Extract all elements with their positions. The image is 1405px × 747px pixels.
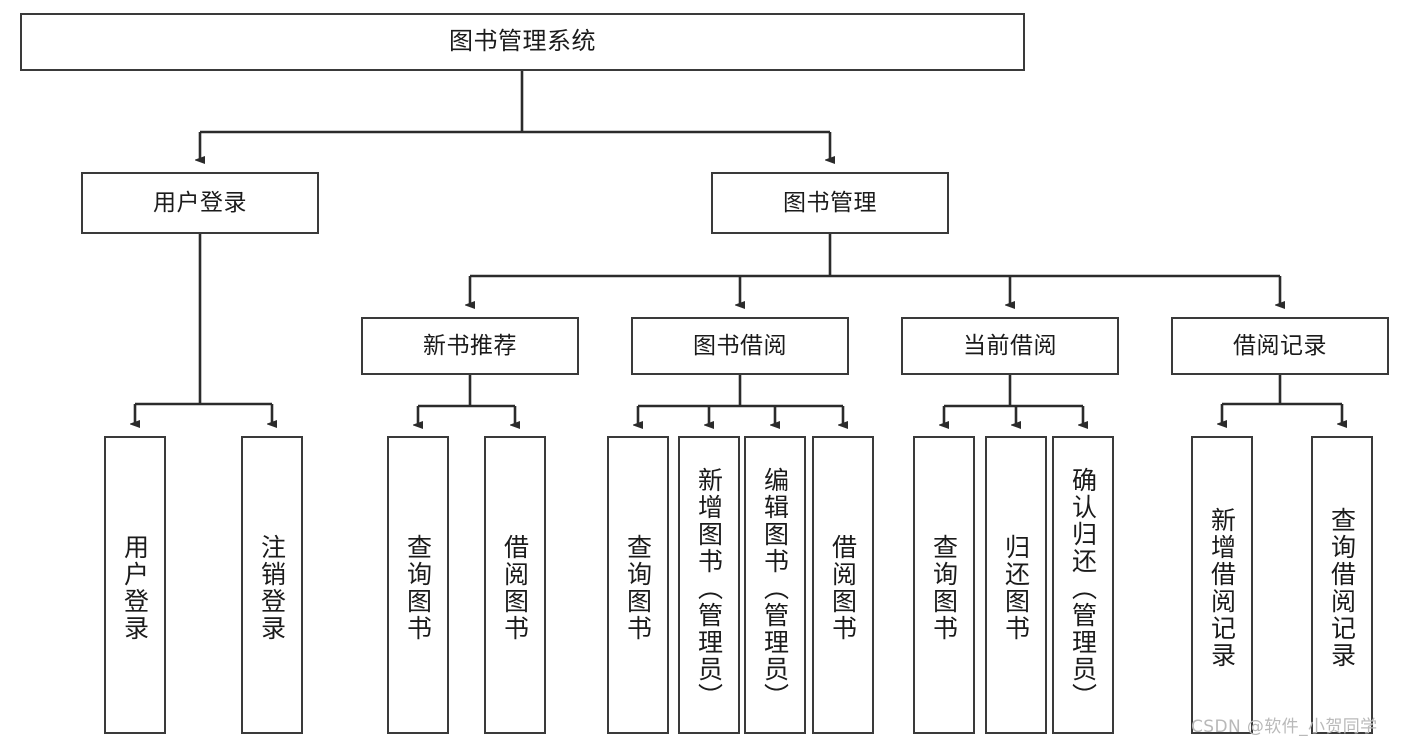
node-leaf-query-record-label: 查询借阅记录 xyxy=(1327,507,1357,669)
node-leaf-query-book-3[interactable]: 查询图书 xyxy=(913,436,975,734)
node-current-borrow[interactable]: 当前借阅 xyxy=(901,317,1119,375)
node-leaf-add-book-label: 新增图书（管理员） xyxy=(694,466,724,710)
node-leaf-user-logout-label: 注销登录 xyxy=(257,534,287,642)
connectors-newbookrec-to-leaves xyxy=(418,375,515,425)
node-leaf-return-book[interactable]: 归还图书 xyxy=(985,436,1047,734)
connectors-bookborrow-to-leaves xyxy=(638,375,843,425)
node-leaf-borrow-book-2-label: 借阅图书 xyxy=(828,534,858,642)
node-leaf-borrow-book-1[interactable]: 借阅图书 xyxy=(484,436,546,734)
node-book-borrow[interactable]: 图书借阅 xyxy=(631,317,849,375)
node-leaf-confirm-return-label: 确认归还（管理员） xyxy=(1068,466,1098,710)
node-leaf-query-book-2[interactable]: 查询图书 xyxy=(607,436,669,734)
node-leaf-add-record-label: 新增借阅记录 xyxy=(1207,507,1237,669)
node-user-login[interactable]: 用户登录 xyxy=(81,172,319,234)
node-leaf-user-logout[interactable]: 注销登录 xyxy=(241,436,303,734)
node-leaf-query-book-1[interactable]: 查询图书 xyxy=(387,436,449,734)
node-new-book-rec-label: 新书推荐 xyxy=(423,332,517,359)
node-leaf-confirm-return[interactable]: 确认归还（管理员） xyxy=(1052,436,1114,734)
node-book-borrow-label: 图书借阅 xyxy=(693,332,787,359)
connectors-root-to-level2 xyxy=(200,71,830,160)
connectors-borrowrecord-to-leaves xyxy=(1222,375,1342,424)
node-user-login-label: 用户登录 xyxy=(153,189,247,216)
node-leaf-borrow-book-1-label: 借阅图书 xyxy=(500,534,530,642)
node-leaf-query-book-3-label: 查询图书 xyxy=(929,534,959,642)
csdn-watermark: CSDN @软件_小贺同学 xyxy=(1191,717,1378,737)
node-root[interactable]: 图书管理系统 xyxy=(20,13,1025,71)
node-leaf-user-login-label: 用户登录 xyxy=(120,534,150,642)
node-borrow-record[interactable]: 借阅记录 xyxy=(1171,317,1389,375)
node-root-label: 图书管理系统 xyxy=(449,27,596,56)
node-leaf-query-book-1-label: 查询图书 xyxy=(403,534,433,642)
node-leaf-edit-book-label: 编辑图书（管理员） xyxy=(760,466,790,710)
node-leaf-edit-book[interactable]: 编辑图书（管理员） xyxy=(744,436,806,734)
node-leaf-query-record[interactable]: 查询借阅记录 xyxy=(1311,436,1373,734)
connectors-currentborrow-to-leaves xyxy=(944,375,1083,425)
node-leaf-add-record[interactable]: 新增借阅记录 xyxy=(1191,436,1253,734)
node-leaf-user-login[interactable]: 用户登录 xyxy=(104,436,166,734)
connectors-userlogin-to-leaves xyxy=(135,234,272,424)
node-current-borrow-label: 当前借阅 xyxy=(963,332,1057,359)
node-borrow-record-label: 借阅记录 xyxy=(1233,332,1327,359)
node-leaf-borrow-book-2[interactable]: 借阅图书 xyxy=(812,436,874,734)
node-book-manage-label: 图书管理 xyxy=(783,189,877,216)
node-leaf-query-book-2-label: 查询图书 xyxy=(623,534,653,642)
node-leaf-add-book[interactable]: 新增图书（管理员） xyxy=(678,436,740,734)
node-new-book-rec[interactable]: 新书推荐 xyxy=(361,317,579,375)
node-leaf-return-book-label: 归还图书 xyxy=(1001,534,1031,642)
node-book-manage[interactable]: 图书管理 xyxy=(711,172,949,234)
connectors-bookmanage-to-level3 xyxy=(470,234,1280,305)
